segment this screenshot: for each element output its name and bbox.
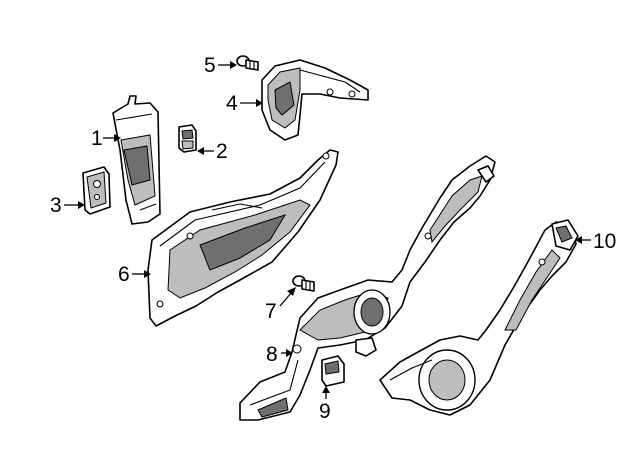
callout-label-1: 1 — [91, 127, 103, 150]
callout-label-8: 8 — [266, 343, 278, 366]
part-6-quarter-trim-panel[interactable] — [147, 149, 339, 327]
callout-label-6: 6 — [118, 263, 130, 286]
part-3-bracket[interactable] — [82, 166, 111, 215]
callout-label-2: 2 — [216, 140, 228, 163]
callout-label-5: 5 — [204, 54, 216, 77]
callout-7: 7 — [265, 287, 296, 323]
part-4-upper-quarter-trim[interactable] — [261, 59, 369, 141]
callout-label-3: 3 — [50, 194, 62, 217]
part-9-retainer-clip[interactable] — [321, 355, 345, 387]
callout-2: 2 — [197, 140, 228, 163]
callout-6: 6 — [118, 263, 151, 286]
callout-1: 1 — [91, 127, 121, 150]
callout-3: 3 — [50, 194, 85, 217]
part-1-quarter-pillar-trim[interactable] — [112, 95, 161, 225]
callout-4: 4 — [226, 92, 263, 115]
callout-10: 10 — [575, 230, 616, 253]
callout-label-10: 10 — [593, 230, 616, 253]
callout-label-9: 9 — [319, 400, 331, 423]
part-2-retainer-clip[interactable] — [178, 124, 197, 153]
part-10-wheelhouse-panel[interactable] — [379, 219, 579, 416]
part-8-inner-quarter-panel[interactable] — [239, 155, 496, 421]
callout-9: 9 — [319, 386, 331, 423]
part-5-push-pin[interactable] — [236, 55, 259, 71]
callout-5: 5 — [204, 54, 237, 77]
part-7-push-pin[interactable] — [292, 275, 315, 292]
callout-8: 8 — [266, 343, 293, 366]
callout-label-7: 7 — [265, 300, 277, 323]
callout-label-4: 4 — [226, 92, 238, 115]
